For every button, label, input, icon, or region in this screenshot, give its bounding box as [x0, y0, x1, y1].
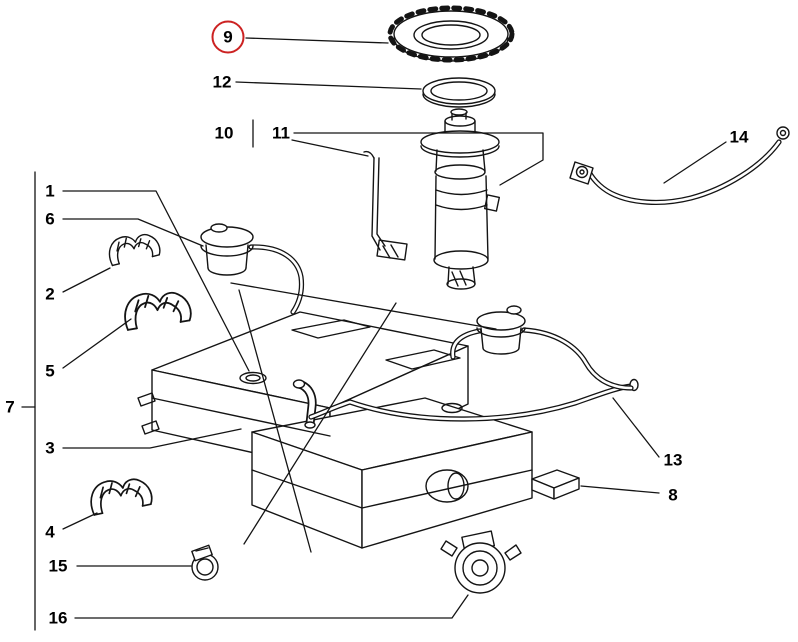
callout-15[interactable]: 15 — [48, 556, 68, 576]
locking-ring-cap — [387, 5, 515, 63]
callout-3[interactable]: 3 — [45, 438, 55, 458]
filler-elbow-pipe — [292, 379, 317, 429]
callout-13[interactable]: 13 — [663, 450, 683, 470]
spring-clamp-5 — [120, 285, 194, 333]
callout-11[interactable]: 11 — [272, 123, 290, 143]
fuel-sender-right — [450, 305, 634, 391]
callout-8[interactable]: 8 — [668, 485, 678, 505]
spring-clamp-4 — [86, 472, 155, 518]
seal-ring — [422, 77, 496, 108]
hose-clamp-16 — [440, 530, 522, 594]
spring-clamp-2 — [104, 228, 162, 268]
callout-10[interactable]: 10 — [214, 123, 234, 143]
fuel-hose-14 — [569, 126, 790, 205]
pump-bracket-tube — [363, 150, 408, 261]
fuel-pump-module — [420, 108, 501, 290]
callout-6[interactable]: 6 — [45, 209, 55, 229]
fuel-tank — [137, 311, 533, 549]
callout-4[interactable]: 4 — [45, 522, 55, 542]
callout-7[interactable]: 7 — [5, 397, 15, 417]
leader-lines — [21, 37, 727, 631]
callout-5[interactable]: 5 — [45, 361, 55, 381]
callout-2[interactable]: 2 — [45, 284, 55, 304]
callout-12[interactable]: 12 — [212, 72, 232, 92]
hose-clamp-15 — [191, 544, 219, 581]
callout-1[interactable]: 1 — [45, 181, 55, 201]
callout-16[interactable]: 16 — [48, 608, 68, 628]
fuel-sender-left — [200, 223, 305, 315]
spacer-block-8 — [531, 469, 580, 500]
callout-9[interactable]: 9 — [211, 20, 245, 54]
callout-14[interactable]: 14 — [729, 127, 749, 147]
